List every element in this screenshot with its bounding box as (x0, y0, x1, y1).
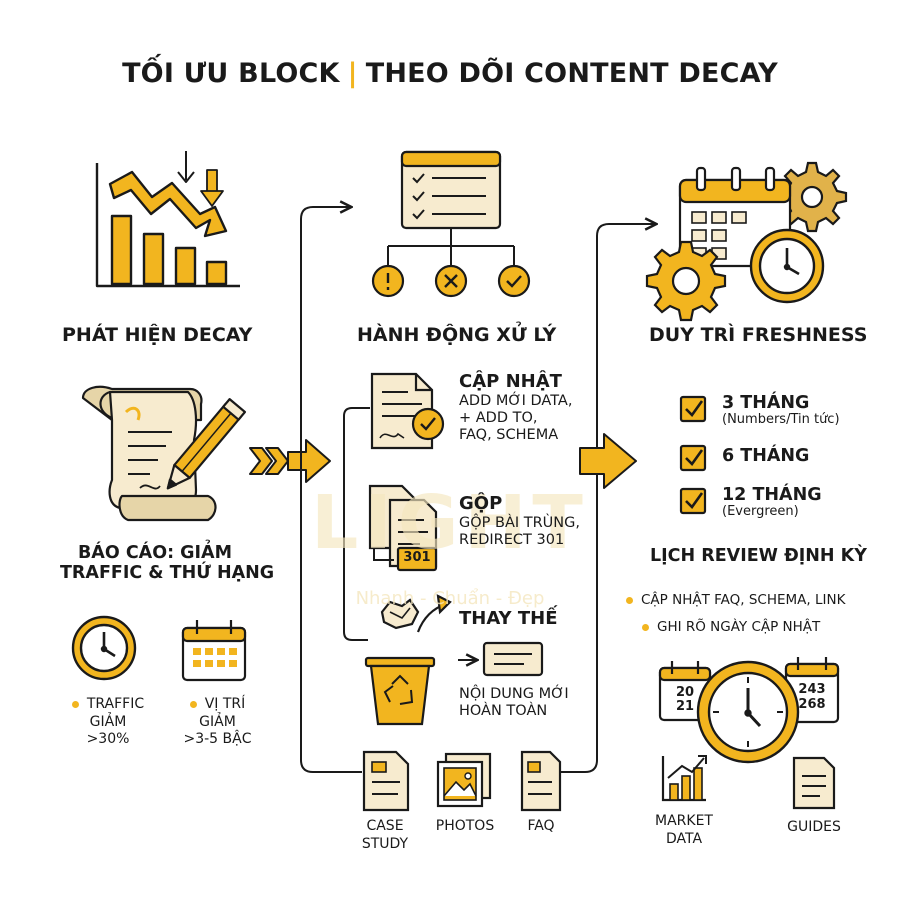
schedule-item-3-months: 3 THÁNG (Numbers/Tin tức) (722, 393, 840, 428)
action-heading: HÀNH ĐỘNG XỬ LÝ (357, 324, 557, 346)
checklist-tree-icon (371, 150, 531, 298)
flow-arrow-icon (579, 433, 637, 489)
position-metric: VỊ TRÍ GIẢM >3-5 BẬC (183, 696, 252, 747)
merge-block: GỘP GỘP BÀI TRÙNG, REDIRECT 301 (459, 493, 580, 549)
new-content-icon (458, 641, 544, 677)
case-study-icon (362, 750, 410, 812)
wall-clock-icon (696, 660, 800, 764)
page-title: TỐI ƯU BLOCK|THEO DÕI CONTENT DECAY (0, 58, 900, 89)
gear-icon (645, 240, 727, 322)
detect-decay-heading: PHÁT HIỆN DECAY (62, 324, 253, 346)
watermark-brand: LIGHT (311, 480, 589, 566)
bullet-dot (642, 623, 649, 631)
title-left: TỐI ƯU BLOCK (122, 58, 340, 89)
replace-title: THAY THẾ (459, 608, 558, 629)
title-right: THEO DÕI CONTENT DECAY (365, 58, 778, 89)
photos-label: PHOTOS (435, 818, 495, 834)
guides-label: GUIDES (787, 819, 841, 835)
merge-documents-icon (368, 484, 438, 572)
checkbox-icon (679, 395, 707, 515)
photos-icon (436, 752, 492, 808)
gear-icon (776, 161, 848, 233)
update-title: CẬP NHẬT (459, 371, 562, 392)
redirect-301-badge: 301 (403, 550, 431, 565)
bullet-dot (626, 596, 633, 604)
watermark-tagline: Nhanh - Chuẩn - Đẹp (355, 588, 545, 609)
declining-chart-icon (95, 151, 240, 288)
review-schedule-heading: LỊCH REVIEW ĐỊNH KỲ (650, 546, 867, 566)
replace-block: NỘI DUNG MỚI HOÀN TOÀN (459, 686, 569, 720)
recycle-bin-icon (364, 594, 452, 726)
bullet-dot (189, 700, 197, 708)
schedule-item-12-months: 12 THÁNG (Evergreen) (722, 485, 822, 520)
title-separator: | (347, 58, 358, 89)
merge-title: GỘP (459, 493, 503, 514)
guides-document-icon (792, 756, 836, 810)
update-document-icon (370, 372, 445, 450)
faq-label: FAQ (527, 818, 555, 834)
freshness-heading: DUY TRÌ FRESHNESS (649, 324, 868, 346)
clock-icon (71, 615, 137, 681)
traffic-metric: TRAFFIC GIẢM >30% (58, 696, 158, 749)
clock-icon (749, 228, 825, 304)
market-data-chart-icon (661, 755, 707, 802)
bullet-dot (71, 700, 79, 708)
faq-icon (520, 750, 562, 812)
flow-arrow-icon (249, 439, 331, 483)
schedule-item-6-months: 6 THÁNG (722, 446, 810, 466)
calendar-icon (181, 620, 247, 682)
update-block: CẬP NHẬT ADD MỚI DATA, + ADD TO, FAQ, SC… (459, 371, 573, 444)
report-scroll-icon (81, 385, 247, 522)
review-item: CẬP NHẬT FAQ, SCHEMA, LINK (626, 592, 845, 609)
flow-connector (300, 207, 655, 773)
review-item: GHI RÕ NGÀY CẬP NHẬT (642, 619, 820, 636)
